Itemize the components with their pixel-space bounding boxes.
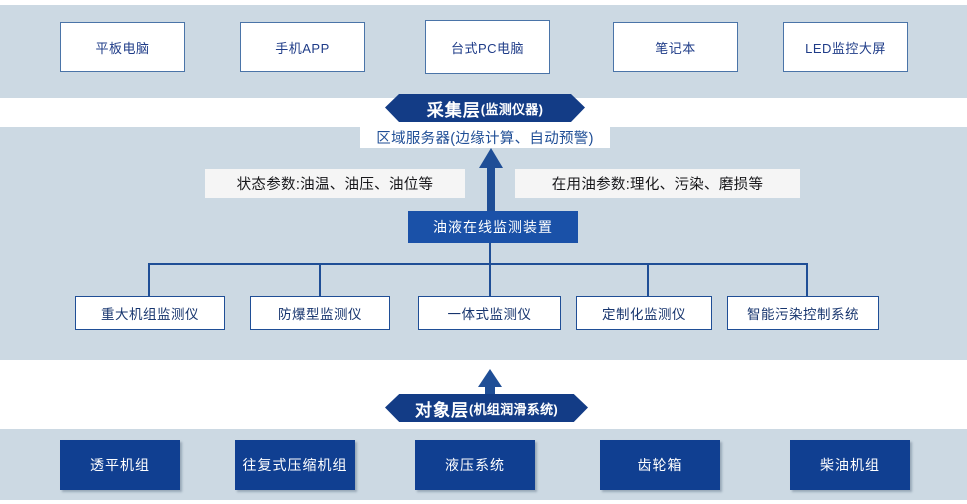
connector-drop-4 — [647, 263, 649, 296]
connector-drop-1 — [148, 263, 150, 296]
object-banner-title: 对象层 — [414, 400, 469, 420]
object-box-label: 齿轮箱 — [637, 457, 683, 473]
object-box-label: 液压系统 — [445, 457, 505, 473]
collect-layer-banner: 采集层 (监测仪器) — [385, 94, 585, 122]
monitor-box-label: 智能污染控制系统 — [747, 307, 859, 322]
object-box-label: 往复式压缩机组 — [242, 457, 348, 473]
object-box-label: 柴油机组 — [820, 457, 880, 473]
monitor-box-smart-contamination-control[interactable]: 智能污染控制系统 — [727, 296, 879, 330]
parameter-label-oil-in-use: 在用油参数:理化、污染、磨损等 — [515, 169, 800, 198]
client-box-mobile-app[interactable]: 手机APP — [240, 22, 365, 72]
client-box-laptop[interactable]: 笔记本 — [613, 22, 738, 72]
client-box-label: LED监控大屏 — [805, 40, 886, 56]
object-to-collect-arrow — [476, 369, 504, 401]
monitor-box-explosion-proof[interactable]: 防爆型监测仪 — [250, 296, 390, 330]
parameter-text: 状态参数:油温、油压、油位等 — [236, 177, 434, 193]
monitor-box-integrated[interactable]: 一体式监测仪 — [418, 296, 561, 330]
collect-banner-subtitle: (监测仪器) — [480, 101, 544, 117]
connector-drop-2 — [319, 263, 321, 296]
connector-horizontal-bus — [148, 263, 807, 265]
client-box-label: 笔记本 — [655, 40, 696, 56]
object-box-hydraulic-system[interactable]: 液压系统 — [415, 440, 535, 490]
regional-server-text: 区域服务器(边缘计算、自动预警) — [376, 130, 594, 147]
client-box-desktop-pc[interactable]: 台式PC电脑 — [425, 20, 550, 74]
monitor-box-label: 防爆型监测仪 — [278, 307, 362, 322]
device-box-label: 油液在线监测装置 — [433, 219, 553, 235]
object-box-gearbox[interactable]: 齿轮箱 — [600, 440, 720, 490]
regional-server-label: 区域服务器(边缘计算、自动预警) — [360, 126, 610, 148]
monitor-box-customized[interactable]: 定制化监测仪 — [576, 296, 712, 330]
client-box-led-screen[interactable]: LED监控大屏 — [783, 22, 908, 72]
connector-device-stem — [489, 243, 491, 265]
object-box-diesel-unit[interactable]: 柴油机组 — [790, 440, 910, 490]
connector-drop-3 — [489, 263, 491, 296]
monitor-box-major-unit[interactable]: 重大机组监测仪 — [75, 296, 225, 330]
parameter-label-status: 状态参数:油温、油压、油位等 — [205, 169, 465, 198]
monitor-box-label: 定制化监测仪 — [602, 307, 686, 322]
object-banner-subtitle: (机组润滑系统) — [468, 401, 559, 417]
monitor-box-label: 重大机组监测仪 — [101, 307, 199, 322]
monitor-box-label: 一体式监测仪 — [447, 307, 532, 322]
collect-banner-title: 采集层 — [426, 100, 481, 120]
client-box-label: 台式PC电脑 — [450, 40, 525, 56]
object-box-reciprocating-compressor[interactable]: 往复式压缩机组 — [235, 440, 355, 490]
online-oil-monitoring-device-box[interactable]: 油液在线监测装置 — [408, 211, 578, 243]
device-to-server-arrow — [478, 148, 504, 212]
connector-drop-5 — [806, 263, 808, 296]
client-box-label: 平板电脑 — [95, 40, 150, 56]
object-layer-banner: 对象层 (机组润滑系统) — [385, 394, 588, 422]
client-box-tablet[interactable]: 平板电脑 — [60, 22, 185, 72]
parameter-text: 在用油参数:理化、污染、磨损等 — [551, 177, 764, 193]
client-box-label: 手机APP — [275, 40, 330, 56]
object-box-turbine-unit[interactable]: 透平机组 — [60, 440, 180, 490]
object-box-label: 透平机组 — [90, 457, 150, 473]
